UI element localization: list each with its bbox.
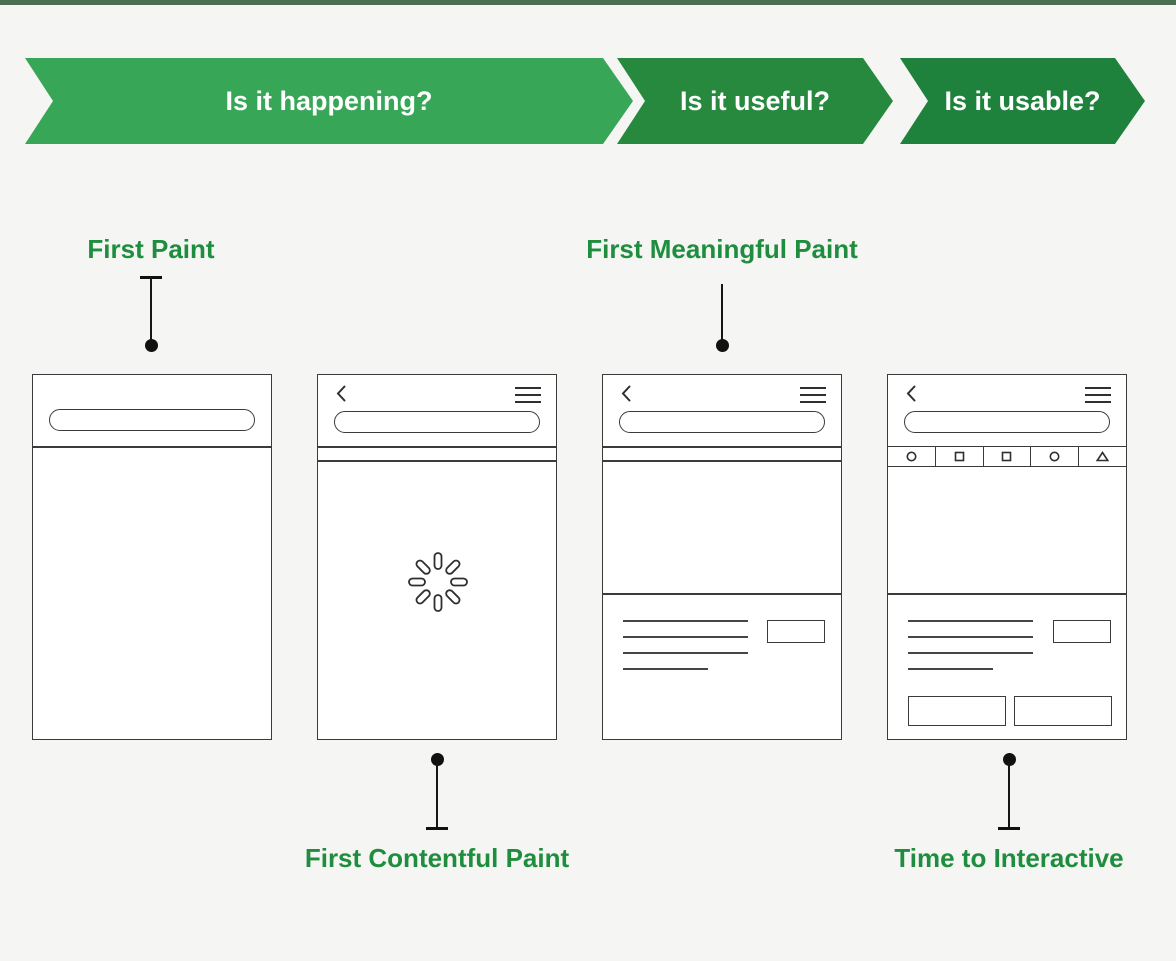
- first-meaningful-paint-label: First Meaningful Paint: [586, 234, 858, 264]
- first-paint-connector-line: [149, 277, 153, 341]
- banner-step-is-it-happening: Is it happening?: [25, 58, 633, 144]
- circle-icon: [1049, 451, 1060, 462]
- time-to-interactive-connector-cap: [998, 827, 1020, 830]
- phone-first-paint: [32, 374, 272, 740]
- action-toolbar: [888, 446, 1126, 467]
- back-icon: [336, 385, 346, 402]
- first-contentful-paint-connector-cap: [426, 827, 448, 830]
- banner-step-is-it-useful: Is it useful?: [617, 58, 893, 144]
- menu-icon: [515, 387, 541, 408]
- time-to-interactive-connector-line: [1007, 762, 1011, 828]
- phone-time-to-interactive: [887, 374, 1127, 740]
- time-to-interactive-label: Time to Interactive: [894, 843, 1124, 873]
- first-contentful-paint-connector-line: [435, 762, 439, 828]
- menu-icon: [800, 387, 826, 408]
- text-line: [908, 652, 1033, 655]
- toolbar-cell: [1031, 447, 1080, 466]
- phone-first-contentful-paint: [317, 374, 557, 740]
- banner-step-label: Is it happening?: [225, 85, 433, 116]
- text-line: [623, 636, 748, 639]
- text-line: [908, 620, 1033, 623]
- address-bar-pill: [334, 411, 540, 433]
- first-meaningful-paint-connector-line: [720, 284, 724, 342]
- toolbar-cell: [984, 447, 1032, 466]
- button-placeholder: [908, 696, 1006, 726]
- first-contentful-paint-label: First Contentful Paint: [304, 843, 570, 873]
- phone-first-meaningful-paint: [602, 374, 842, 740]
- banner-step-is-it-usable: Is it usable?: [900, 58, 1145, 144]
- first-meaningful-paint-connector-dot: [715, 339, 729, 352]
- triangle-icon: [1096, 451, 1110, 462]
- banner-step-label: Is it usable?: [944, 85, 1101, 116]
- button-placeholder: [1014, 696, 1112, 726]
- toolbar-cell: [1079, 447, 1126, 466]
- subheader-divider: [318, 460, 556, 462]
- toolbar-cell: [936, 447, 984, 466]
- menu-icon: [1085, 387, 1111, 408]
- first-contentful-paint-connector-dot: [430, 753, 444, 766]
- header-divider: [603, 446, 841, 448]
- first-paint-label: First Paint: [87, 234, 215, 264]
- text-line: [623, 620, 748, 623]
- circle-icon: [906, 451, 917, 462]
- text-line: [908, 636, 1033, 639]
- text-line: [623, 668, 708, 671]
- time-to-interactive-connector-dot: [1002, 753, 1016, 766]
- hero-divider: [888, 593, 1126, 595]
- back-icon: [621, 385, 631, 402]
- top-border-strip: [0, 0, 1176, 5]
- subheader-divider: [603, 460, 841, 462]
- toolbar-cell: [888, 447, 936, 466]
- header-divider: [318, 446, 556, 448]
- address-bar-pill: [49, 409, 255, 431]
- banner-step-label: Is it useful?: [679, 85, 831, 116]
- loading-spinner-icon: [408, 552, 468, 612]
- header-divider: [33, 446, 271, 448]
- image-placeholder: [1053, 620, 1111, 643]
- hero-divider: [603, 593, 841, 595]
- first-paint-connector-dot: [144, 339, 158, 352]
- address-bar-pill: [904, 411, 1110, 433]
- back-icon: [906, 385, 916, 402]
- square-icon: [954, 451, 964, 462]
- address-bar-pill: [619, 411, 825, 433]
- square-icon: [1002, 451, 1012, 462]
- image-placeholder: [767, 620, 825, 643]
- text-line: [623, 652, 748, 655]
- text-line: [908, 668, 993, 671]
